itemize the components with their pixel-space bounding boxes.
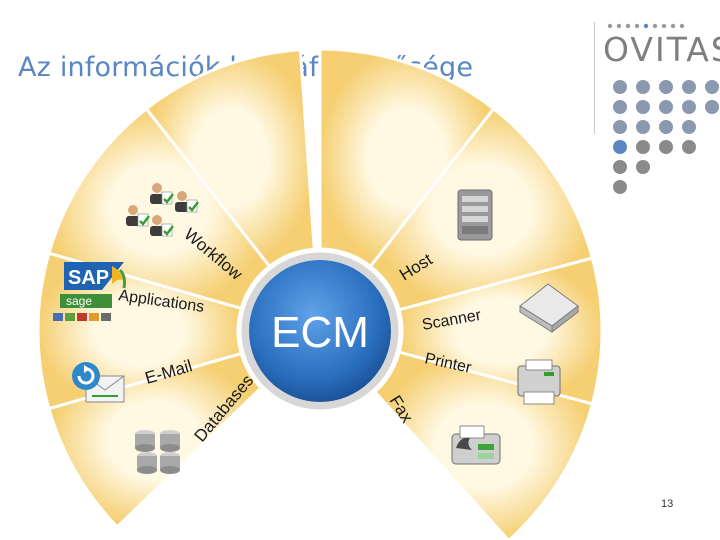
scanner-icon (519, 283, 579, 334)
ecm-hub (249, 260, 391, 402)
segment-workflow (144, 48, 316, 269)
page-number: 13 (661, 498, 674, 510)
printer-icon (517, 359, 561, 405)
ecm-label: ECM (271, 308, 369, 357)
logo-divider (594, 22, 595, 134)
email-icon (72, 362, 125, 403)
sap-logo-text: SAP (68, 267, 109, 289)
sage-logo-icon: sage (60, 294, 112, 308)
sage-logo-text: sage (66, 294, 92, 308)
server-host-icon (457, 189, 493, 241)
segment-applications (47, 106, 272, 311)
database-icon (135, 430, 180, 474)
sap-logo-icon: SAP (64, 262, 126, 290)
segment-host (318, 47, 496, 269)
ovitas-logo: OVITAS (603, 30, 720, 69)
workflow-users-icon (126, 183, 199, 237)
fax-icon (451, 425, 501, 465)
applications-icons (53, 313, 111, 321)
